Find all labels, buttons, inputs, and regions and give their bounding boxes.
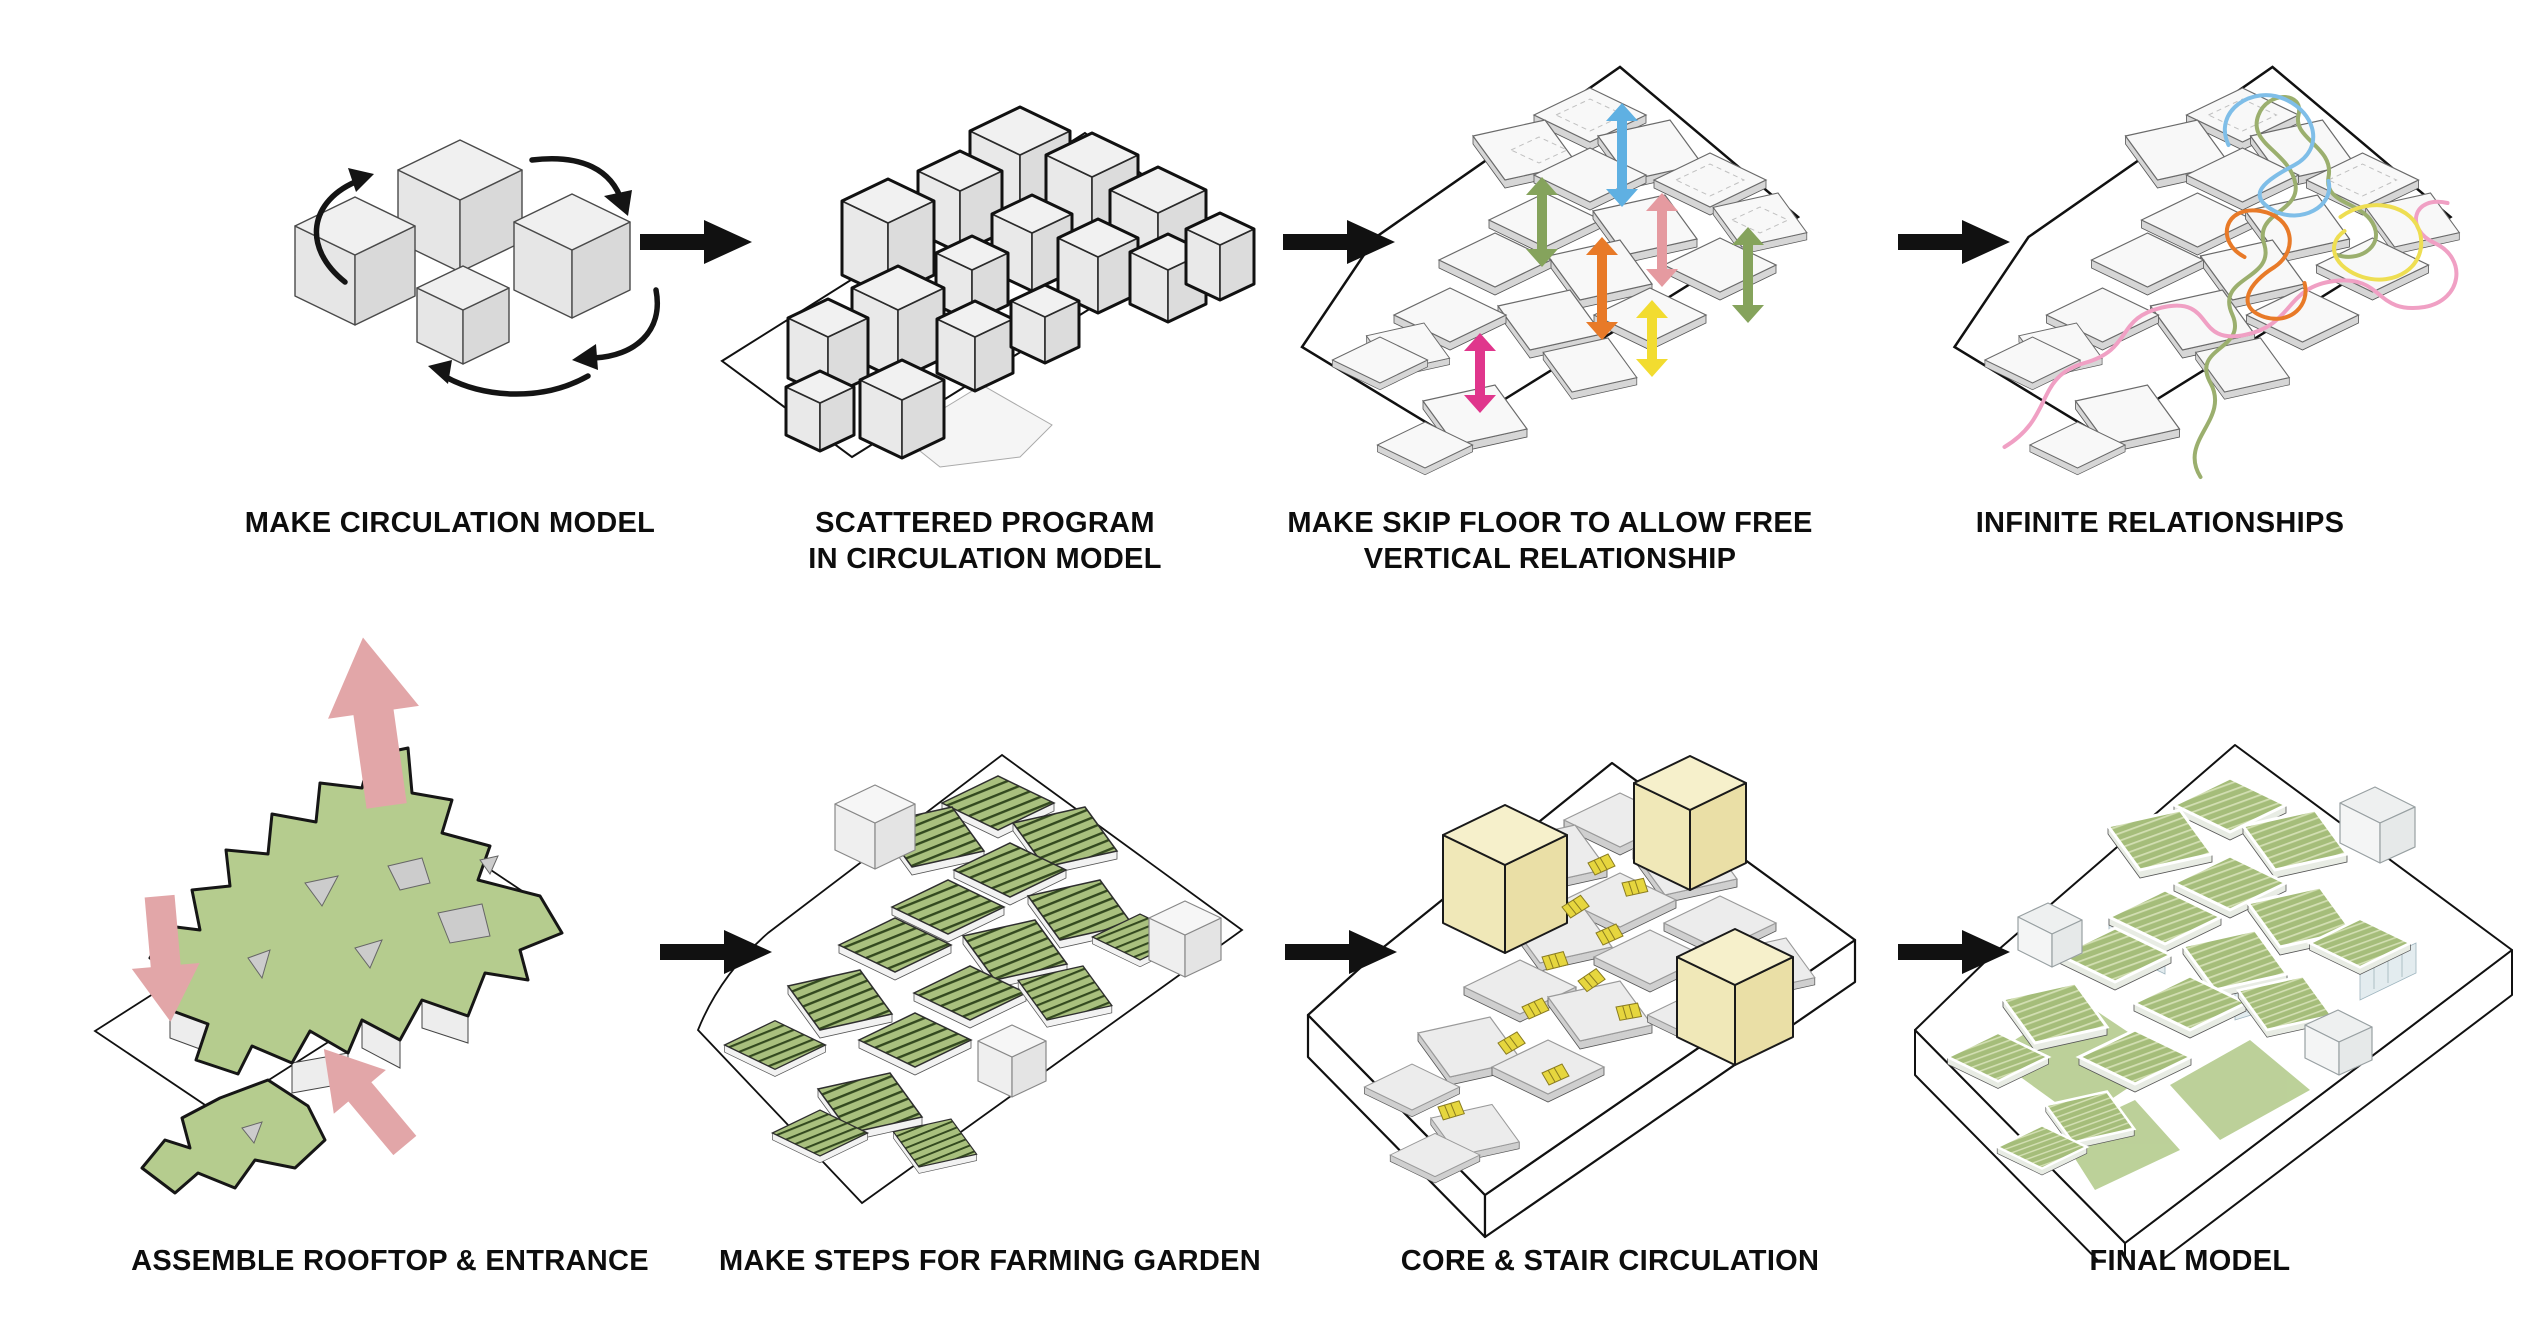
flow-arrow-icon [1283, 220, 1395, 264]
flow-arrow-icon [660, 930, 772, 974]
plate-dashed-details [2207, 98, 2398, 197]
step3-skip-floor-illustration [1300, 65, 1808, 476]
step-label-4: INFINITE RELATIONSHIPS [1975, 507, 2345, 539]
circulation-path-green [2192, 95, 2378, 479]
vertical-arrow-yellow [1636, 300, 1668, 377]
rotation-arrows [313, 156, 660, 397]
vertical-arrow-blue [1606, 103, 1638, 207]
rooftop-holes [241, 855, 499, 1144]
core-box [1442, 804, 1568, 954]
vertical-arrow-green [1526, 177, 1558, 267]
core-boxes [1442, 755, 1794, 1066]
vertical-link-arrows [1464, 103, 1764, 413]
site-footprint [899, 384, 1053, 468]
core-box [1676, 928, 1794, 1066]
core-box [1633, 755, 1747, 891]
step-label-2: SCATTERED PROGRAM IN CIRCULATION MODEL [808, 507, 1162, 576]
step4-infinite-relationships-illustration [1952, 65, 2460, 479]
flow-arrow-icon [1898, 930, 2010, 974]
flow-arrow-icon [1285, 930, 1397, 974]
vertical-arrow-orange [1586, 237, 1618, 340]
white-volumes [834, 784, 1222, 1098]
step-label-7: CORE & STAIR CIRCULATION [1400, 1245, 1820, 1277]
step-label-1: MAKE CIRCULATION MODEL [244, 507, 656, 539]
step7-core-stair-illustration [1306, 755, 1857, 1239]
step5-rooftop-entrance-illustration [93, 631, 564, 1195]
program-cubes [294, 139, 631, 365]
step-label-3: MAKE SKIP FLOOR TO ALLOW FREE VERTICAL R… [1287, 507, 1813, 576]
program-cubes [784, 105, 1256, 460]
flow-arrow-icon [1898, 220, 2010, 264]
vertical-arrow-magenta [1464, 333, 1496, 413]
white-gable-volumes [2017, 786, 2416, 1076]
flow-arrow-icon [640, 220, 752, 264]
green-rooftop-lower-wing [140, 1078, 327, 1195]
circulation-path-orange [2224, 208, 2308, 321]
step-label-8: FINAL MODEL [2089, 1245, 2291, 1277]
green-rooftop [148, 746, 564, 1076]
step-label-6: MAKE STEPS FOR FARMING GARDEN [719, 1245, 1261, 1277]
step8-final-model-illustration [1914, 744, 2513, 1260]
step6-farming-garden-illustration [696, 753, 1244, 1205]
vertical-arrow-green2 [1732, 227, 1764, 323]
vertical-arrow-salmon [1646, 193, 1678, 287]
step2-scattered-program-illustration [720, 105, 1256, 468]
circulation-path-blue [2222, 93, 2332, 218]
step1-circulation-model-illustration [294, 139, 660, 397]
circulation-path-yellow [2332, 203, 2424, 282]
circulation-squiggles [2002, 93, 2459, 479]
step-label-5: ASSEMBLE ROOFTOP & ENTRANCE [131, 1245, 649, 1277]
